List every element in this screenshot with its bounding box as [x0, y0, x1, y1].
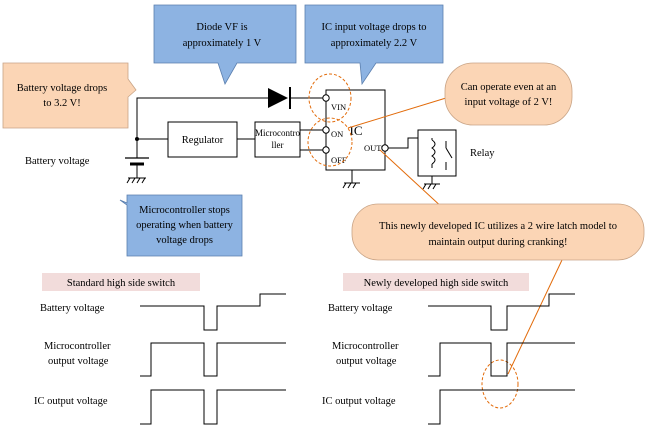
regulator-box [167, 121, 238, 158]
standard-ic-wave [140, 389, 286, 425]
newly-row-micro-label-1: Microcontroller [332, 341, 399, 352]
can-operate-line-1: Can operate even at an [461, 82, 557, 93]
highlight-ellipses [307, 73, 519, 409]
vin-pin [322, 94, 330, 102]
battery-symbol [125, 157, 149, 184]
standard-battery-wave [140, 293, 286, 331]
ic-ground-symbol [342, 182, 360, 189]
ic-box [325, 89, 386, 171]
newly-ic-wave [428, 389, 575, 425]
micro-stops-line-2: operating when battery [136, 220, 234, 231]
microcontroller-label-line-1: Microcontro [255, 128, 300, 138]
standard-title: Standard high side switch [67, 278, 176, 289]
out-pin-label: OUT [364, 143, 382, 153]
battery-drop-line-2: to 3.2 V! [43, 98, 80, 109]
vin-highlight-ellipse [308, 73, 352, 123]
standard-row-micro-label-2: output voltage [48, 356, 109, 367]
diode-vf-line-2: approximately 1 V [183, 38, 262, 49]
on-pin [322, 126, 330, 134]
battery-node-dot [135, 137, 139, 141]
newly-battery-wave [428, 293, 575, 331]
relay-symbol [417, 129, 457, 190]
micro-stops-callout: Microcontroller stops operating when bat… [119, 194, 243, 257]
newly-ic-wave-leader [507, 259, 563, 375]
micro-stops-line-3: voltage drops [156, 235, 213, 246]
newly-panel: Newly developed high side switch Battery… [322, 273, 575, 425]
newly-ic-line-1: This newly developed IC utilizes a 2 wir… [379, 221, 617, 232]
standard-row-battery-label: Battery voltage [40, 303, 105, 314]
out-pin [381, 144, 389, 152]
standard-row-micro-label-1: Microcontroller [44, 341, 111, 352]
microcontroller-label-line-2: ller [272, 140, 284, 150]
battery-drop-callout: Battery voltage drops to 3.2 V! [2, 62, 137, 129]
top-rail-wire [136, 97, 268, 135]
newly-title: Newly developed high side switch [364, 278, 509, 289]
standard-panel: Standard high side switch Battery voltag… [34, 273, 286, 425]
ic-input-line-2: approximately 2.2 V [331, 38, 418, 49]
standard-micro-wave [140, 342, 286, 377]
ic-input-line-1: IC input voltage drops to [322, 22, 427, 33]
vin-pin-label: VIN [331, 102, 346, 112]
relay-label: Relay [470, 148, 495, 159]
on-pin-label: ON [331, 129, 343, 139]
newly-row-battery-label: Battery voltage [328, 303, 393, 314]
off-pin-label: OFF [331, 155, 347, 165]
newly-ic-line-2: maintain output during cranking! [428, 237, 567, 248]
standard-row-ic-label: IC output voltage [34, 396, 108, 407]
newly-title-band [343, 273, 529, 291]
can-operate-leader [347, 97, 447, 129]
regulator-label: Regulator [182, 135, 224, 146]
battery-drop-line-1: Battery voltage drops [17, 83, 107, 94]
diode-vf-callout: Diode VF is approximately 1 V [153, 4, 297, 85]
can-operate-callout: Can operate even at an input voltage of … [444, 62, 573, 126]
ic-input-callout: IC input voltage drops to approximately … [304, 4, 444, 86]
standard-title-band [42, 273, 200, 291]
diode-vf-line-1: Diode VF is [196, 22, 247, 33]
microcontroller-box [254, 121, 301, 158]
newly-ic-leader [379, 149, 446, 211]
can-operate-line-2: input voltage of 2 V! [465, 97, 553, 108]
newly-ic-callout: This newly developed IC utilizes a 2 wir… [351, 203, 645, 261]
micro-stops-line-1: Microcontroller stops [139, 205, 230, 216]
on-off-highlight-ellipse [307, 117, 353, 167]
wave-highlight-ellipse [481, 359, 519, 409]
battery-voltage-label: Battery voltage [25, 156, 90, 167]
newly-row-micro-label-2: output voltage [336, 356, 397, 367]
newly-micro-wave [428, 342, 575, 377]
off-pin [322, 146, 330, 154]
callout-leaders [347, 97, 563, 375]
diode-symbol [268, 87, 291, 109]
newly-row-ic-label: IC output voltage [322, 396, 396, 407]
